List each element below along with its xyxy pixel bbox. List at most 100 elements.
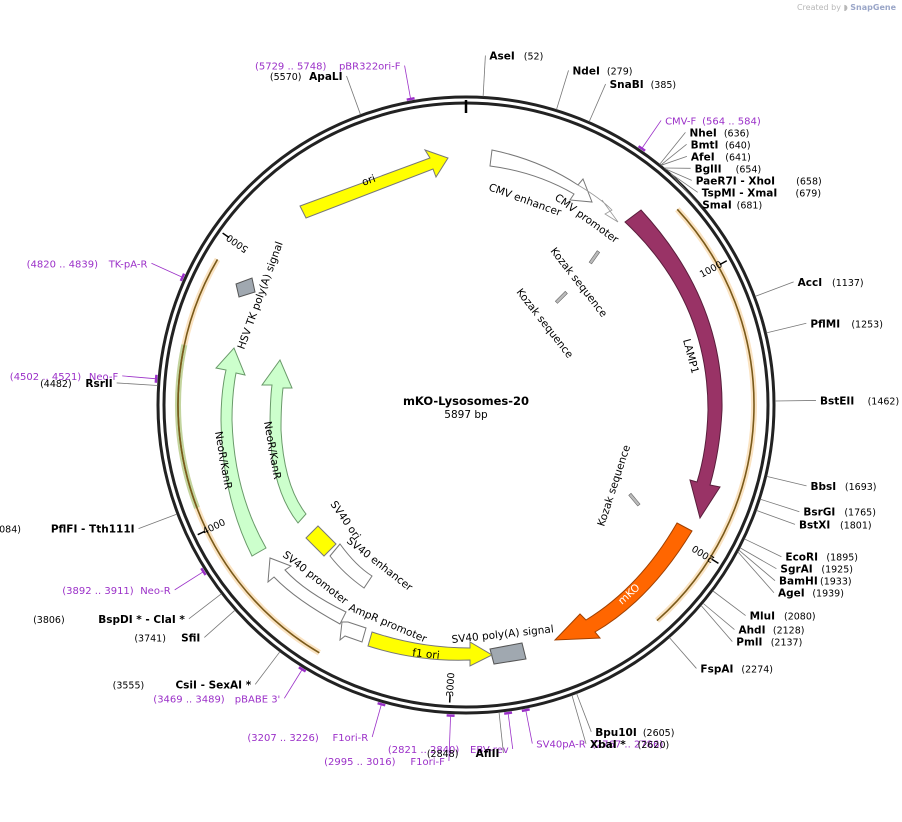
feature-f1ori-arrow[interactable]	[367, 631, 494, 667]
tick-mark-2000	[711, 558, 719, 564]
site-rsrii[interactable]: RsrII(4482)	[40, 378, 158, 390]
site-position: (654)	[736, 164, 762, 175]
site-csii[interactable]: CsiI - SexAI *(3555)	[113, 651, 281, 692]
site-leader-line	[700, 605, 733, 642]
primer-pbr322ori-f[interactable]: pBR322ori-F(5729 .. 5748)	[255, 62, 415, 101]
primer-neo-f[interactable]: Neo-F (4502 .. 4521)	[10, 372, 158, 383]
primer-leader-line	[642, 120, 662, 148]
primer-neo-r[interactable]: Neo-R(3892 .. 3911)	[62, 567, 207, 597]
primer-f1ori-r[interactable]: F1ori-R(3207 .. 3226)	[247, 701, 386, 744]
site-mlui[interactable]: MluI(2080)	[712, 590, 816, 623]
site-smai[interactable]: SmaI(681)	[670, 173, 762, 211]
site-ndei[interactable]: NdeI(279)	[556, 65, 633, 110]
primer-tk-pa-r[interactable]: TK-pA-R(4820 .. 4839)	[27, 259, 186, 282]
feature-cmv-promoter-arrow[interactable]	[577, 184, 619, 223]
site-pmli[interactable]: PmlI(2137)	[700, 605, 802, 649]
primer-range: (3892 .. 3911)	[62, 586, 134, 597]
site-tspmi[interactable]: TspMI - XmaI(679)	[670, 173, 821, 199]
site-agei[interactable]: AgeI(1939)	[737, 551, 844, 600]
site-bamhi[interactable]: BamHI(1933)	[738, 549, 852, 588]
site-leader-line	[116, 382, 158, 386]
feature-neor-outer-arrow[interactable]	[215, 347, 267, 557]
primer-bind-mark	[154, 374, 158, 383]
site-bglii[interactable]: BglII(654)	[664, 163, 761, 175]
feature-neor-inner-arrow[interactable]	[261, 358, 307, 524]
primer-cmv-f[interactable]: CMV-F(564 .. 584)	[637, 116, 761, 152]
primer-range: (3207 .. 3226)	[247, 733, 319, 744]
site-position: (1462)	[868, 396, 900, 407]
feature-sv40-polya-box[interactable]	[489, 642, 527, 665]
feature-sv40-polya-label: SV40 poly(A) signal	[451, 623, 554, 646]
feature-kozak-label-1: Kozak sequence	[548, 245, 610, 319]
primer-ebv-rev[interactable]: EBV-rev(2821 .. 2840)	[388, 711, 514, 756]
site-leader-line	[670, 173, 698, 193]
site-paer7i[interactable]: PaeR7I - XhoI(658)	[665, 168, 822, 187]
primer-range: (3469 .. 3489)	[153, 694, 225, 705]
feature-sv40-promoter-arrow[interactable]	[267, 557, 347, 625]
site-name: NheI	[689, 127, 716, 139]
site-bbsi[interactable]: BbsI(1693)	[766, 475, 877, 493]
site-pflfi[interactable]: PflFI - Tth111I(4084)	[0, 513, 178, 536]
site-aflii[interactable]: AflII(2848)	[427, 712, 504, 760]
snapgene-logo-icon: ◗	[843, 3, 848, 12]
site-afei[interactable]: AfeI(641)	[660, 151, 751, 166]
site-bstxi[interactable]: BstXI(1801)	[756, 510, 872, 531]
site-xbai[interactable]: XbaI *(2620)	[571, 695, 669, 751]
site-ecori[interactable]: EcoRI(1895)	[744, 538, 858, 564]
site-leader-line	[576, 693, 592, 732]
site-name: SfiI	[181, 632, 200, 644]
site-ahdi[interactable]: AhdI(2128)	[702, 602, 804, 637]
feature-hsv-tk-polya-box[interactable]	[235, 277, 256, 298]
feature-mko-arrow[interactable]	[553, 522, 693, 641]
primer-f1ori-f[interactable]: F1ori-F(2995 .. 3016)	[324, 714, 455, 768]
site-pflmi[interactable]: PflMI(1253)	[766, 318, 883, 334]
feature-sv40-ori-box[interactable]	[305, 525, 337, 557]
site-acci[interactable]: AccI(1137)	[755, 277, 864, 297]
tick-label-3000: 3000	[445, 672, 457, 697]
site-apali[interactable]: ApaLI(5570)	[270, 71, 361, 115]
site-leader-line	[760, 498, 800, 513]
site-leader-line	[498, 712, 504, 754]
kozak-marker-2	[554, 290, 568, 304]
site-name: XbaI *	[590, 739, 626, 751]
site-bmti[interactable]: BmtI(640)	[660, 139, 751, 166]
kozak-marker-3	[628, 492, 641, 507]
tick-label-5000: 5000	[225, 232, 251, 255]
site-bsteii[interactable]: BstEII(1462)	[774, 395, 900, 407]
site-position: (640)	[725, 140, 751, 151]
site-name: RsrII	[85, 378, 112, 390]
feature-cmv-arrow[interactable]	[489, 149, 593, 203]
site-bspdi[interactable]: BspDI * - ClaI *(3806)	[33, 593, 222, 626]
site-snabi[interactable]: SnaBI(385)	[588, 79, 676, 122]
site-asei[interactable]: AseI(52)	[482, 51, 543, 97]
credit-prefix: Created by	[796, 3, 841, 12]
feature-sv40-enhancer-arrow[interactable]	[329, 543, 373, 589]
primer-range: (2767 .. 2786)	[592, 740, 664, 751]
site-bpu10i[interactable]: Bpu10I(2605)	[576, 693, 675, 739]
site-bsrgi[interactable]: BsrGI(1765)	[760, 498, 876, 519]
orf-arc-0[interactable]	[656, 208, 755, 622]
primer-leader-line	[525, 711, 533, 744]
site-nhei[interactable]: NheI(636)	[659, 127, 750, 165]
site-name: SnaBI	[610, 79, 644, 91]
snapgene-credit: Created by ◗ SnapGene	[797, 3, 896, 12]
site-sfii[interactable]: SfiI(3741)	[134, 609, 236, 644]
site-name: BstXI	[799, 519, 830, 531]
primer-label: Neo-F	[89, 372, 119, 383]
primer-pbabe-3-[interactable]: pBABE 3' (3469 .. 3489)	[153, 666, 307, 705]
feature-ampr-promoter-arrow[interactable]	[339, 621, 367, 643]
primer-sv40pa-r[interactable]: SV40pA-R(2767 .. 2786)	[521, 708, 664, 751]
site-fspai[interactable]: FspAI(2274)	[669, 637, 773, 676]
primer-range: (4502 .. 4521)	[10, 372, 82, 383]
orf-layer	[175, 207, 757, 656]
site-leader-line	[670, 173, 699, 205]
site-sgrai[interactable]: SgrAI(1925)	[739, 547, 853, 576]
primer-leader-line	[174, 571, 203, 591]
site-position: (1925)	[821, 565, 853, 576]
orf-arc-2[interactable]	[177, 344, 198, 509]
feature-ori-arrow[interactable]	[299, 149, 449, 219]
site-leader-line	[665, 168, 692, 181]
feature-lamp1-arrow[interactable]	[624, 209, 723, 520]
primer-label: pBABE 3'	[235, 694, 281, 705]
